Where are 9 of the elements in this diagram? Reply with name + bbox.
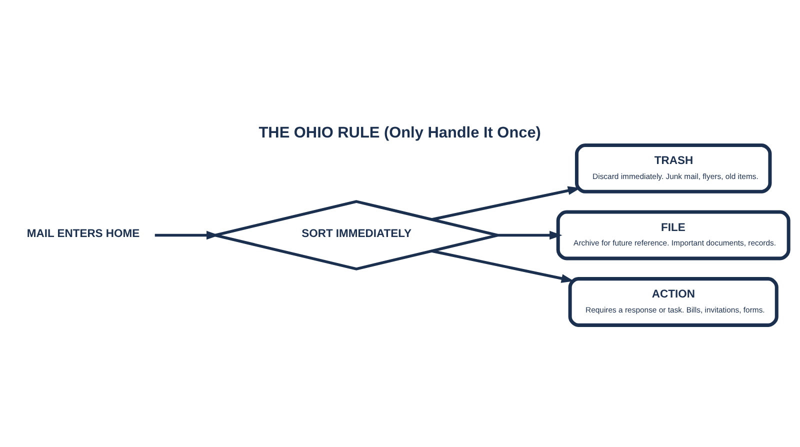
arrow xyxy=(498,230,562,240)
arrow xyxy=(431,249,574,282)
arrow xyxy=(431,186,581,220)
node-text: MAIL ENTERS HOME xyxy=(26,228,140,240)
node-diamond: SORT IMMEDIATELY xyxy=(214,200,500,270)
node-box: ACTION Requires a response or task. Bills, invitations, forms. xyxy=(568,276,778,326)
node-box: TRASH Discard immediately. Junk mail, flyers, old items. xyxy=(574,143,772,193)
diagram-title: THE OHIO RULE (Only Handle It Once) xyxy=(258,124,541,141)
node-box: FILE Archive for future reference. Important documents, records. xyxy=(556,210,790,260)
